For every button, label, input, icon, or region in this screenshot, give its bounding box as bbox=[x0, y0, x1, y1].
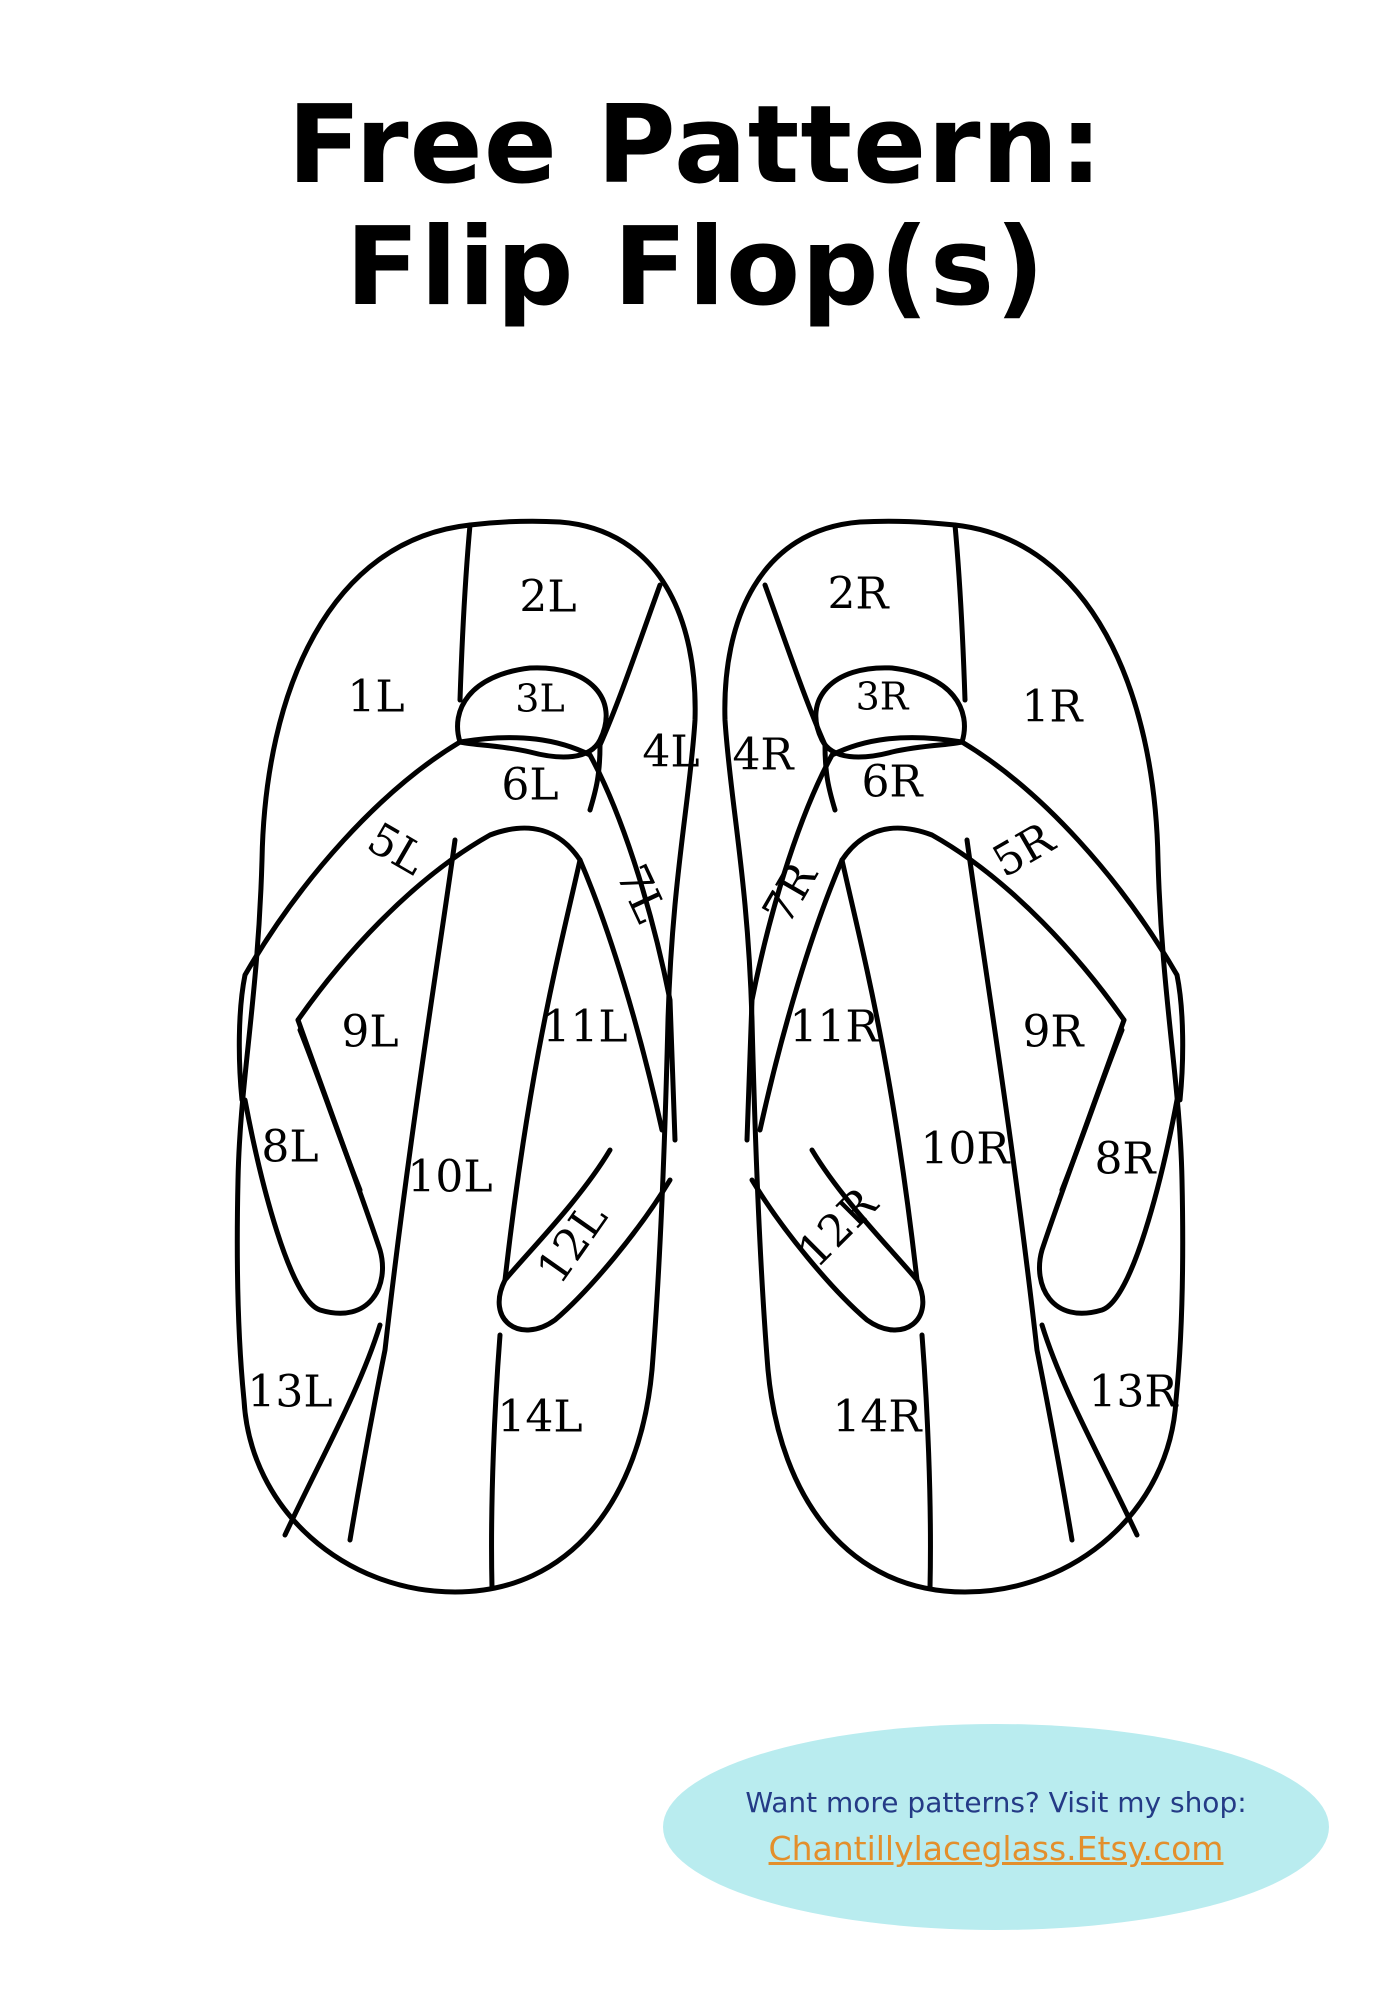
right-divider-8 bbox=[1059, 1027, 1125, 1193]
promo-text: Want more patterns? Visit my shop: bbox=[745, 1786, 1247, 1819]
right-label-9: 9R bbox=[1022, 1007, 1085, 1058]
right-divider-4 bbox=[964, 837, 1075, 1543]
right-label-14: 14R bbox=[832, 1392, 923, 1443]
title-line-2: Flip Flop(s) bbox=[345, 205, 1046, 330]
right-divider-2 bbox=[762, 582, 828, 748]
left-label-9: 9L bbox=[341, 1007, 398, 1058]
left-divider-2 bbox=[597, 582, 663, 748]
left-label-2: 2L bbox=[519, 572, 576, 623]
left-label-4: 4L bbox=[642, 727, 699, 778]
right-divider-5 bbox=[839, 857, 920, 1283]
left-label-14: 14L bbox=[497, 1392, 582, 1443]
left-label-3: 3L bbox=[515, 677, 564, 721]
right-label-4: 4R bbox=[732, 730, 795, 781]
left-label-8: 8L bbox=[261, 1122, 318, 1173]
left-label-6: 6L bbox=[501, 760, 558, 811]
left-label-5: 5L bbox=[359, 813, 434, 886]
left-strap-inner bbox=[295, 825, 665, 1133]
right-flip-flop: 1R 2R 3R 4R 5R 6R 7R 8R 9R 10R 11R 12R 1… bbox=[722, 518, 1186, 1595]
left-toe-post bbox=[455, 665, 609, 760]
shop-promo-bubble: Want more patterns? Visit my shop: Chant… bbox=[663, 1724, 1329, 1930]
right-strap-inner bbox=[757, 825, 1127, 1133]
right-label-11: 11R bbox=[789, 1002, 880, 1053]
left-label-1: 1L bbox=[347, 672, 404, 723]
right-divider-7 bbox=[919, 1332, 933, 1591]
page-title: Free Pattern: Flip Flop(s) bbox=[0, 85, 1391, 329]
left-divider-6 bbox=[282, 1322, 383, 1538]
left-divider-5 bbox=[502, 857, 583, 1283]
left-divider-7 bbox=[489, 1332, 503, 1591]
left-label-7: 7L bbox=[606, 857, 676, 930]
right-inner-tab bbox=[749, 1147, 926, 1333]
right-label-10: 10R bbox=[920, 1124, 1011, 1175]
right-label-12: 12R bbox=[788, 1177, 888, 1277]
right-divider-6 bbox=[1039, 1322, 1140, 1538]
right-label-2: 2R bbox=[827, 569, 890, 620]
left-flip-flop: 1L 2L 3L 4L 5L 6L 7L 8L 9L 10L 11L 12L 1… bbox=[234, 518, 700, 1595]
left-divider-1 bbox=[457, 522, 473, 703]
right-divider-1 bbox=[952, 522, 968, 703]
left-inner-tab bbox=[496, 1147, 673, 1333]
left-divider-8 bbox=[297, 1027, 363, 1193]
right-label-8: 8R bbox=[1094, 1134, 1157, 1185]
right-label-3: 3R bbox=[856, 675, 910, 719]
left-divider-3 bbox=[587, 742, 603, 813]
left-label-10: 10L bbox=[407, 1152, 492, 1203]
right-label-13: 13R bbox=[1088, 1367, 1179, 1418]
right-label-1: 1R bbox=[1021, 682, 1084, 733]
right-label-6: 6R bbox=[861, 757, 924, 808]
left-label-13: 13L bbox=[247, 1367, 332, 1418]
left-divider-4 bbox=[347, 837, 458, 1543]
shop-link[interactable]: Chantillylaceglass.Etsy.com bbox=[768, 1829, 1224, 1868]
title-line-1: Free Pattern: bbox=[287, 83, 1104, 208]
left-label-12: 12L bbox=[527, 1194, 618, 1293]
left-label-11: 11L bbox=[542, 1002, 627, 1053]
right-divider-3 bbox=[822, 742, 838, 813]
